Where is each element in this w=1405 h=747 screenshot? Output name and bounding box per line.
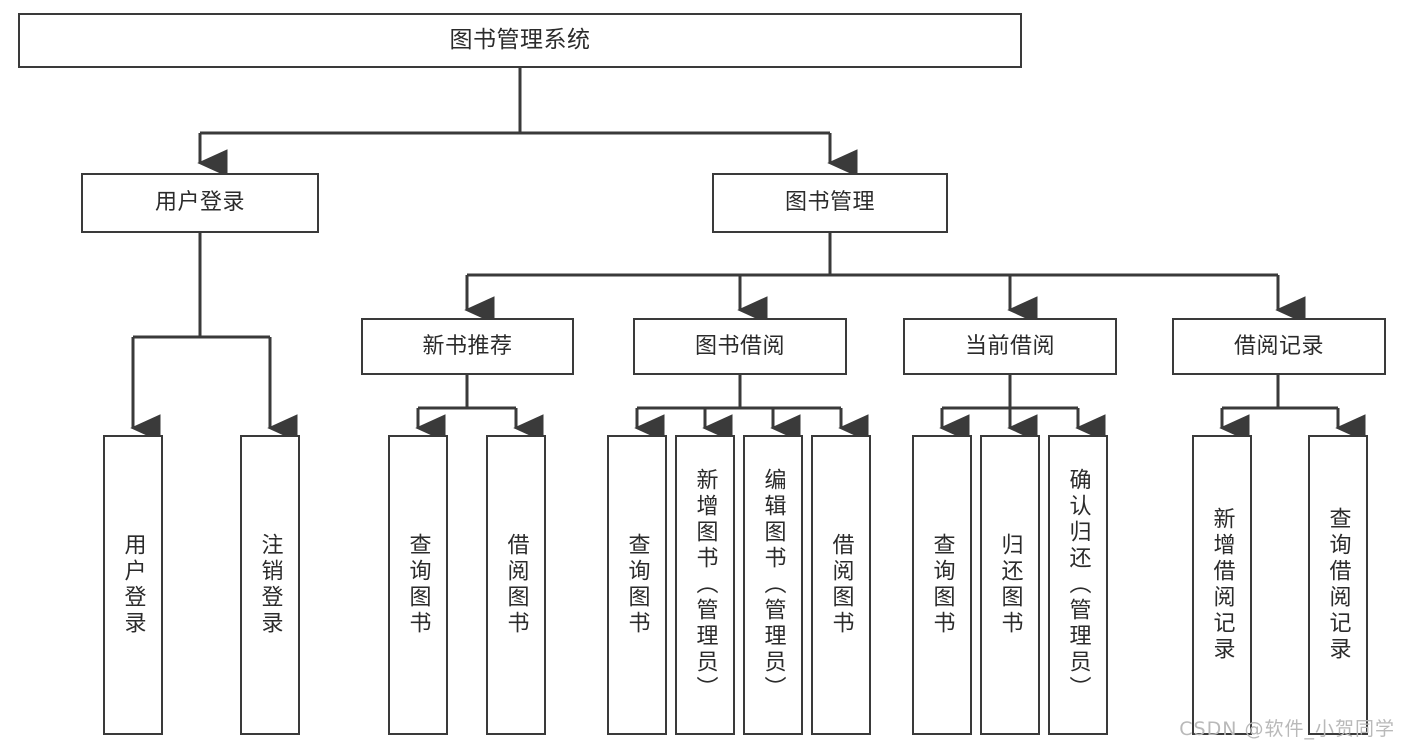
node-book-management[interactable]: 图书管理 — [712, 173, 948, 233]
node-current-borrow[interactable]: 当前借阅 — [903, 318, 1117, 375]
leaf-query-borrow-record[interactable]: 查询借阅记录 — [1308, 435, 1368, 735]
node-borrow-record[interactable]: 借阅记录 — [1172, 318, 1386, 375]
leaf-query-book-recommend[interactable]: 查询图书 — [388, 435, 448, 735]
leaf-add-borrow-record[interactable]: 新增借阅记录 — [1192, 435, 1252, 735]
leaf-user-login[interactable]: 用户登录 — [103, 435, 163, 735]
leaf-query-book-current[interactable]: 查询图书 — [912, 435, 972, 735]
node-user-login[interactable]: 用户登录 — [81, 173, 319, 233]
leaf-confirm-return-admin[interactable]: 确认归还（管理员） — [1048, 435, 1108, 735]
node-book-borrow[interactable]: 图书借阅 — [633, 318, 847, 375]
leaf-add-book-admin[interactable]: 新增图书（管理员） — [675, 435, 735, 735]
leaf-borrow-book-recommend[interactable]: 借阅图书 — [486, 435, 546, 735]
leaf-return-book[interactable]: 归还图书 — [980, 435, 1040, 735]
leaf-logout-login[interactable]: 注销登录 — [240, 435, 300, 735]
node-root-system[interactable]: 图书管理系统 — [18, 13, 1022, 68]
leaf-edit-book-admin[interactable]: 编辑图书（管理员） — [743, 435, 803, 735]
csdn-watermark: CSDN @软件_小贺同学 — [1179, 718, 1395, 740]
node-new-book-recommend[interactable]: 新书推荐 — [361, 318, 574, 375]
leaf-borrow-book[interactable]: 借阅图书 — [811, 435, 871, 735]
leaf-query-book-borrow[interactable]: 查询图书 — [607, 435, 667, 735]
